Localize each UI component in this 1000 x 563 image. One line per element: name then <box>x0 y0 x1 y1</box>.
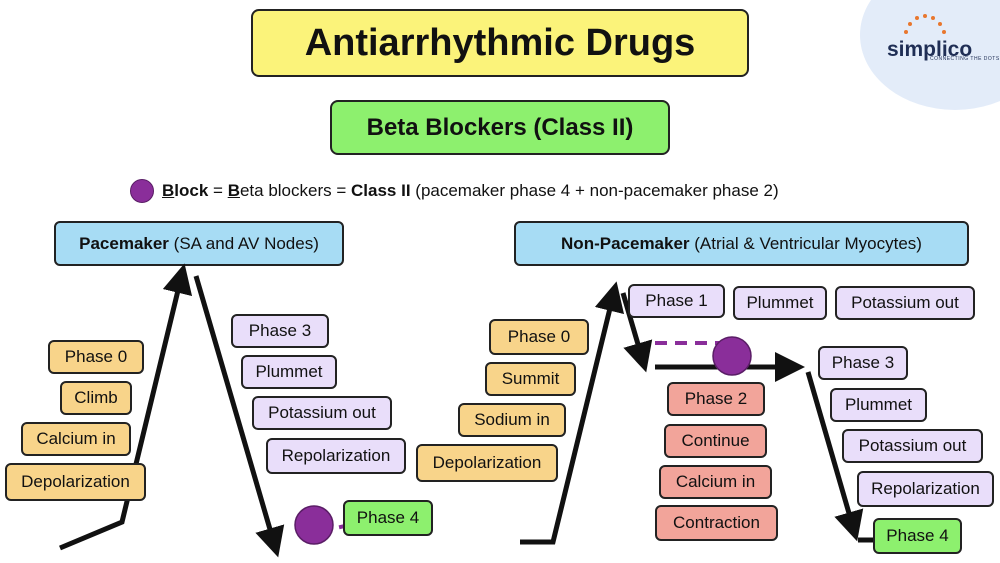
legend-detail: (pacemaker phase 4 + non-pacemaker phase… <box>410 181 779 200</box>
np-depolarization-label: Depolarization <box>416 444 558 482</box>
np-repolarization-label: Repolarization <box>857 471 994 507</box>
legend-eq2: = <box>331 181 352 200</box>
pm-phase4-label: Phase 4 <box>343 500 433 536</box>
nonpacemaker-header-title: Non-Pacemaker <box>561 233 690 253</box>
np-potassium-out-label: Potassium out <box>842 429 983 463</box>
np-contraction-label: Contraction <box>655 505 778 541</box>
pacemaker-block-dot-icon <box>294 505 334 545</box>
np-summit-label: Summit <box>485 362 576 396</box>
np-phase0-label: Phase 0 <box>489 319 589 355</box>
nonpacemaker-header: Non-Pacemaker (Atrial & Ventricular Myoc… <box>514 221 969 266</box>
pacemaker-downstroke-arrow <box>193 275 285 558</box>
np-phase3-label: Phase 3 <box>818 346 908 380</box>
np-phase1-plummet-label: Plummet <box>733 286 827 320</box>
nonpacemaker-phase1-arrow <box>620 292 653 373</box>
pm-phase0-label: Phase 0 <box>48 340 144 374</box>
pm-phase3-label: Phase 3 <box>231 314 329 348</box>
legend-class: Class II <box>351 181 411 200</box>
np-sodium-in-label: Sodium in <box>458 403 566 437</box>
nonpacemaker-header-detail: (Atrial & Ventricular Myocytes) <box>689 233 922 253</box>
np-calcium-in-label: Calcium in <box>659 465 772 499</box>
block-legend: Block = Beta blockers = Class II (pacema… <box>130 179 779 203</box>
page-subtitle: Beta Blockers (Class II) <box>330 100 670 155</box>
nonpacemaker-upstroke-arrow <box>520 281 625 545</box>
pm-climb-label: Climb <box>60 381 132 415</box>
np-phase1-label: Phase 1 <box>628 284 725 318</box>
pm-repolarization-label: Repolarization <box>266 438 406 474</box>
nonpacemaker-downstroke-arrow <box>805 371 864 542</box>
np-continue-label: Continue <box>664 424 767 458</box>
nonpacemaker-block-dot-icon <box>712 336 752 376</box>
pacemaker-upstroke-arrow <box>59 263 193 551</box>
logo-dots-icon <box>904 14 946 34</box>
pm-depolarization-label: Depolarization <box>5 463 146 501</box>
legend-beta: Beta blockers <box>227 181 332 200</box>
pacemaker-header-detail: (SA and AV Nodes) <box>168 233 319 253</box>
legend-block: Block <box>162 181 209 200</box>
pacemaker-header: Pacemaker (SA and AV Nodes) <box>54 221 344 266</box>
np-phase4-label: Phase 4 <box>873 518 962 554</box>
pm-plummet-label: Plummet <box>241 355 337 389</box>
logo-wordmark: simplico <box>887 38 973 61</box>
np-phase1-potassium-out-label: Potassium out <box>835 286 975 320</box>
pm-calcium-in-label: Calcium in <box>21 422 131 456</box>
block-dot-icon <box>130 179 154 203</box>
pm-potassium-out-label: Potassium out <box>252 396 392 430</box>
np-phase2-label: Phase 2 <box>667 382 765 416</box>
pacemaker-header-title: Pacemaker <box>79 233 169 253</box>
legend-eq1: = <box>208 181 228 200</box>
page-title: Antiarrhythmic Drugs <box>251 9 749 77</box>
logo-tagline: CONNECTING THE DOTS <box>930 56 1000 62</box>
np-plummet-label: Plummet <box>830 388 927 422</box>
